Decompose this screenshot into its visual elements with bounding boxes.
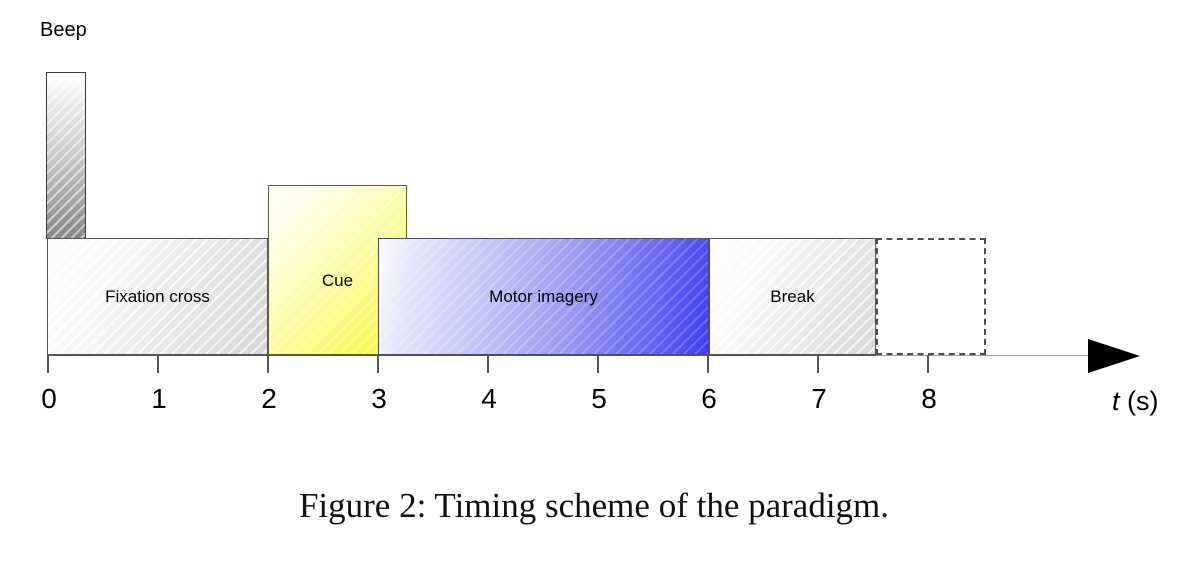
time-axis-line: [47, 354, 876, 356]
axis-tick-label-3: 3: [371, 383, 387, 414]
block-fixation-cross-label: Fixation cross: [105, 286, 210, 306]
axis-tick-5: [597, 355, 599, 373]
axis-tick-label-7: 7: [811, 383, 827, 414]
axis-tick-label-6: 6: [701, 383, 717, 414]
beep-bar: [46, 72, 86, 239]
figure-caption: Figure 2: Timing scheme of the paradigm.: [298, 486, 890, 525]
axis-tick-1: [157, 355, 159, 373]
axis-tick-7: [817, 355, 819, 373]
axis-tick-6: [707, 355, 709, 373]
axis-tick-label-1: 1: [151, 383, 167, 414]
axis-label-unit: (s): [1119, 386, 1159, 416]
time-axis-arrow-icon: [1088, 339, 1140, 373]
block-break: Break: [709, 238, 876, 355]
axis-tick-label-5: 5: [591, 383, 607, 414]
axis-label-variable: t: [1112, 386, 1120, 416]
block-cue-label: Cue: [321, 271, 354, 290]
time-axis-line-extension: [876, 355, 1104, 356]
axis-tick-4: [487, 355, 489, 373]
axis-tick-2: [267, 355, 269, 373]
axis-tick-label-4: 4: [481, 383, 497, 414]
axis-tick-0: [47, 355, 49, 373]
block-motor-imagery: Motor imagery: [378, 238, 709, 355]
axis-tick-3: [377, 355, 379, 373]
block-next-trial-placeholder: [876, 238, 986, 355]
axis-tick-label-8: 8: [921, 383, 937, 414]
axis-tick-8: [927, 355, 929, 373]
axis-label-time: t (s): [1112, 385, 1159, 417]
block-motor-imagery-label: Motor imagery: [489, 286, 598, 306]
axis-tick-label-2: 2: [261, 383, 277, 414]
block-break-label: Break: [770, 286, 815, 306]
block-fixation-cross: Fixation cross: [47, 238, 268, 355]
axis-tick-label-0: 0: [41, 383, 57, 414]
beep-label: Beep: [40, 19, 87, 41]
